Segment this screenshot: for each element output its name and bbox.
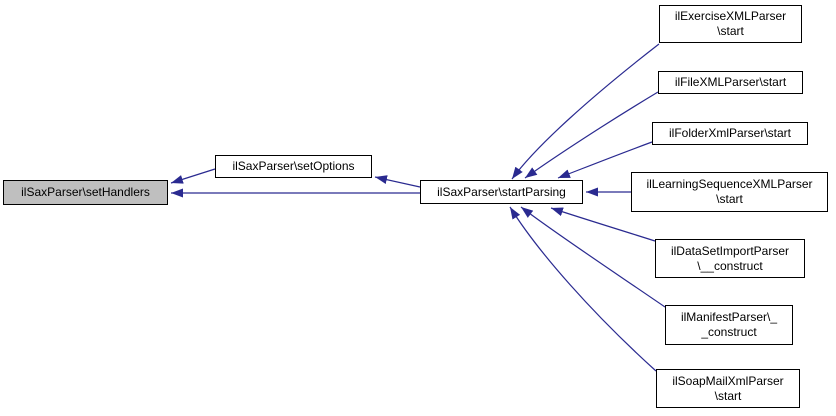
node-label: ilSoapMailXmlParser \start bbox=[672, 373, 784, 403]
node-label: ilExerciseXMLParser \start bbox=[674, 9, 787, 38]
node-ilsoapmailxmlparser-start[interactable]: ilSoapMailXmlParser \start bbox=[656, 369, 800, 408]
node-ilsaxparser-startparsing[interactable]: ilSaxParser\startParsing bbox=[420, 180, 583, 204]
edge-dataset-to-startparsing bbox=[550, 207, 656, 242]
node-label: ilSaxParser\startParsing bbox=[437, 184, 566, 199]
node-illearningsequencexmlparser-start[interactable]: ilLearningSequenceXMLParser \start bbox=[631, 172, 828, 212]
node-ilfilexmlparser-start[interactable]: ilFileXMLParser\start bbox=[658, 71, 803, 94]
node-label: ilSaxParser\setHandlers bbox=[21, 185, 150, 199]
edge-soapmail-to-startparsing bbox=[509, 206, 657, 372]
node-label: ilFileXMLParser\start bbox=[674, 75, 787, 89]
node-ildatasetimportparser-construct[interactable]: ilDataSetImportParser \__construct bbox=[655, 239, 805, 278]
edge-setoptions-to-sethandlers bbox=[170, 168, 216, 184]
edge-file-to-startparsing bbox=[524, 91, 659, 179]
node-ilmanifestparser-construct[interactable]: ilManifestParser\_ _construct bbox=[665, 305, 793, 345]
node-ilexercisexmlparser-start[interactable]: ilExerciseXMLParser \start bbox=[659, 5, 802, 43]
node-label: ilDataSetImportParser \__construct bbox=[670, 243, 790, 273]
node-ilfolderxmlparser-start[interactable]: ilFolderXmlParser\start bbox=[652, 122, 808, 145]
edge-manifest-to-startparsing bbox=[520, 206, 666, 308]
edge-folder-to-startparsing bbox=[557, 141, 653, 179]
node-ilsaxparser-sethandlers[interactable]: ilSaxParser\setHandlers bbox=[3, 180, 168, 205]
node-label: ilManifestParser\_ _construct bbox=[680, 310, 778, 339]
node-label: ilLearningSequenceXMLParser \start bbox=[646, 177, 813, 206]
node-label: ilSaxParser\setOptions bbox=[232, 159, 355, 173]
node-label: ilFolderXmlParser\start bbox=[668, 126, 792, 140]
node-ilsaxparser-setoptions[interactable]: ilSaxParser\setOptions bbox=[215, 155, 372, 178]
edge-exercise-to-startparsing bbox=[511, 43, 660, 180]
edge-startparsing-to-setoptions bbox=[374, 175, 421, 188]
